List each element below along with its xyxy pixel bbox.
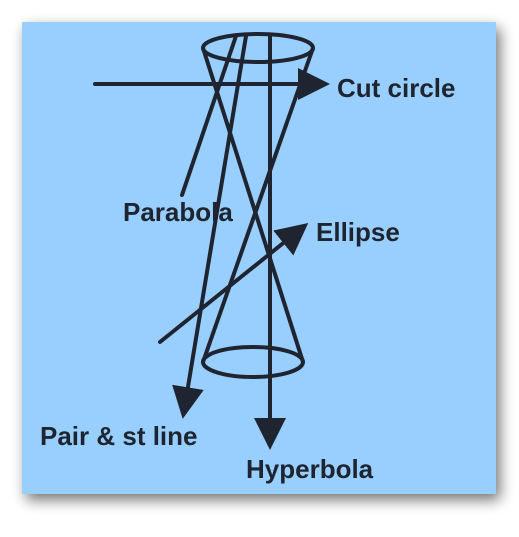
cone-left-edge bbox=[201, 46, 305, 364]
diagram-panel bbox=[22, 22, 496, 494]
pair-st-line-arrow bbox=[172, 34, 248, 419]
ellipse-label: Ellipse bbox=[316, 217, 400, 247]
hyperbola-label: Hyperbola bbox=[246, 454, 374, 484]
ellipse-arrow bbox=[158, 222, 309, 344]
parabola-plane-line bbox=[180, 34, 238, 197]
pair-st-line-label: Pair & st line bbox=[40, 421, 198, 451]
parabola-label: Parabola bbox=[123, 197, 233, 227]
cone-right-edge bbox=[201, 46, 315, 364]
cut-circle-label: Cut circle bbox=[337, 73, 456, 103]
